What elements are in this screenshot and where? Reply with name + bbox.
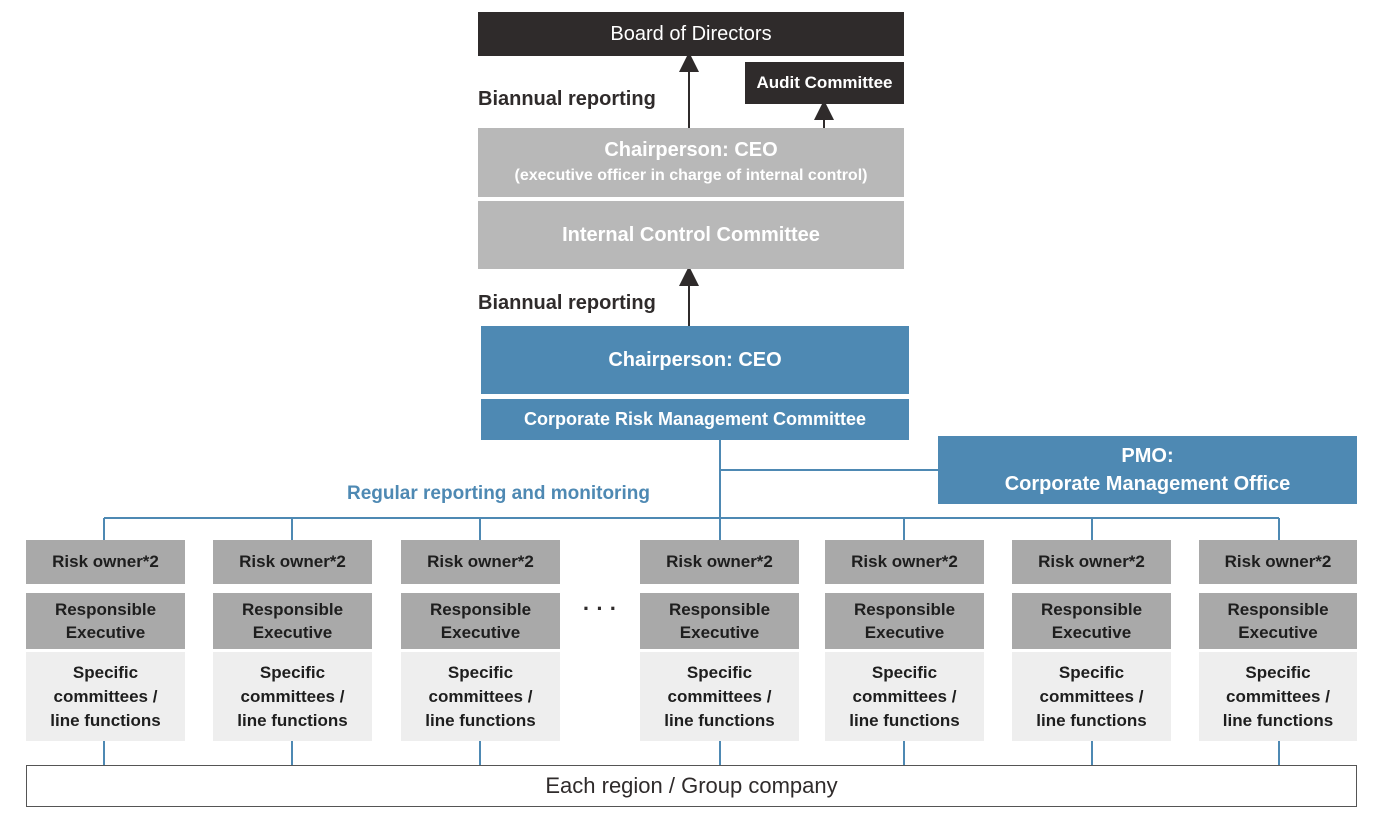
regular-reporting-label: Regular reporting and monitoring [347, 483, 650, 504]
corporate-risk-management-committee-box: Corporate Risk Management Committee [481, 399, 909, 440]
pmo-box: PMO: Corporate Management Office [938, 436, 1357, 504]
risk-owner-box: Risk owner*2 [1199, 540, 1357, 584]
crmc-chairperson-label: Chairperson: CEO [608, 348, 782, 371]
crmc-chairperson-box: Chairperson: CEO [481, 326, 909, 394]
icc-chairperson-box: Chairperson: CEO (executive officer in c… [478, 128, 904, 197]
pmo-office-label: Corporate Management Office [1004, 473, 1291, 495]
risk-owner-box: Risk owner*2 [1012, 540, 1171, 584]
region-group-company-box: Each region / Group company [26, 765, 1357, 807]
biannual-reporting-label-mid: Biannual reporting [478, 292, 656, 314]
corporate-risk-management-committee-label: Corporate Risk Management Committee [523, 409, 867, 429]
board-of-directors-box: Board of Directors [478, 12, 904, 56]
risk-owner-box: Risk owner*2 [401, 540, 560, 584]
pmo-label: PMO: [1121, 445, 1174, 467]
icc-chairperson-note: (executive officer in charge of internal… [514, 166, 868, 184]
audit-committee-label: Audit Committee [756, 73, 893, 92]
region-group-company-label: Each region / Group company [545, 773, 838, 798]
biannual-reporting-label-top: Biannual reporting [478, 88, 656, 110]
ellipsis-label: · · · [582, 596, 618, 621]
risk-owner-box: Risk owner*2 [213, 540, 372, 584]
risk-owner-box: Risk owner*2 [825, 540, 984, 584]
internal-control-committee-box: Internal Control Committee [478, 201, 904, 269]
board-of-directors-label: Board of Directors [610, 22, 772, 45]
icc-chairperson-label: Chairperson: CEO [604, 138, 778, 161]
internal-control-committee-label: Internal Control Committee [562, 223, 820, 246]
audit-committee-box: Audit Committee [745, 62, 904, 104]
risk-owner-box: Risk owner*2 [26, 540, 185, 584]
risk-owner-box: Risk owner*2 [640, 540, 799, 584]
